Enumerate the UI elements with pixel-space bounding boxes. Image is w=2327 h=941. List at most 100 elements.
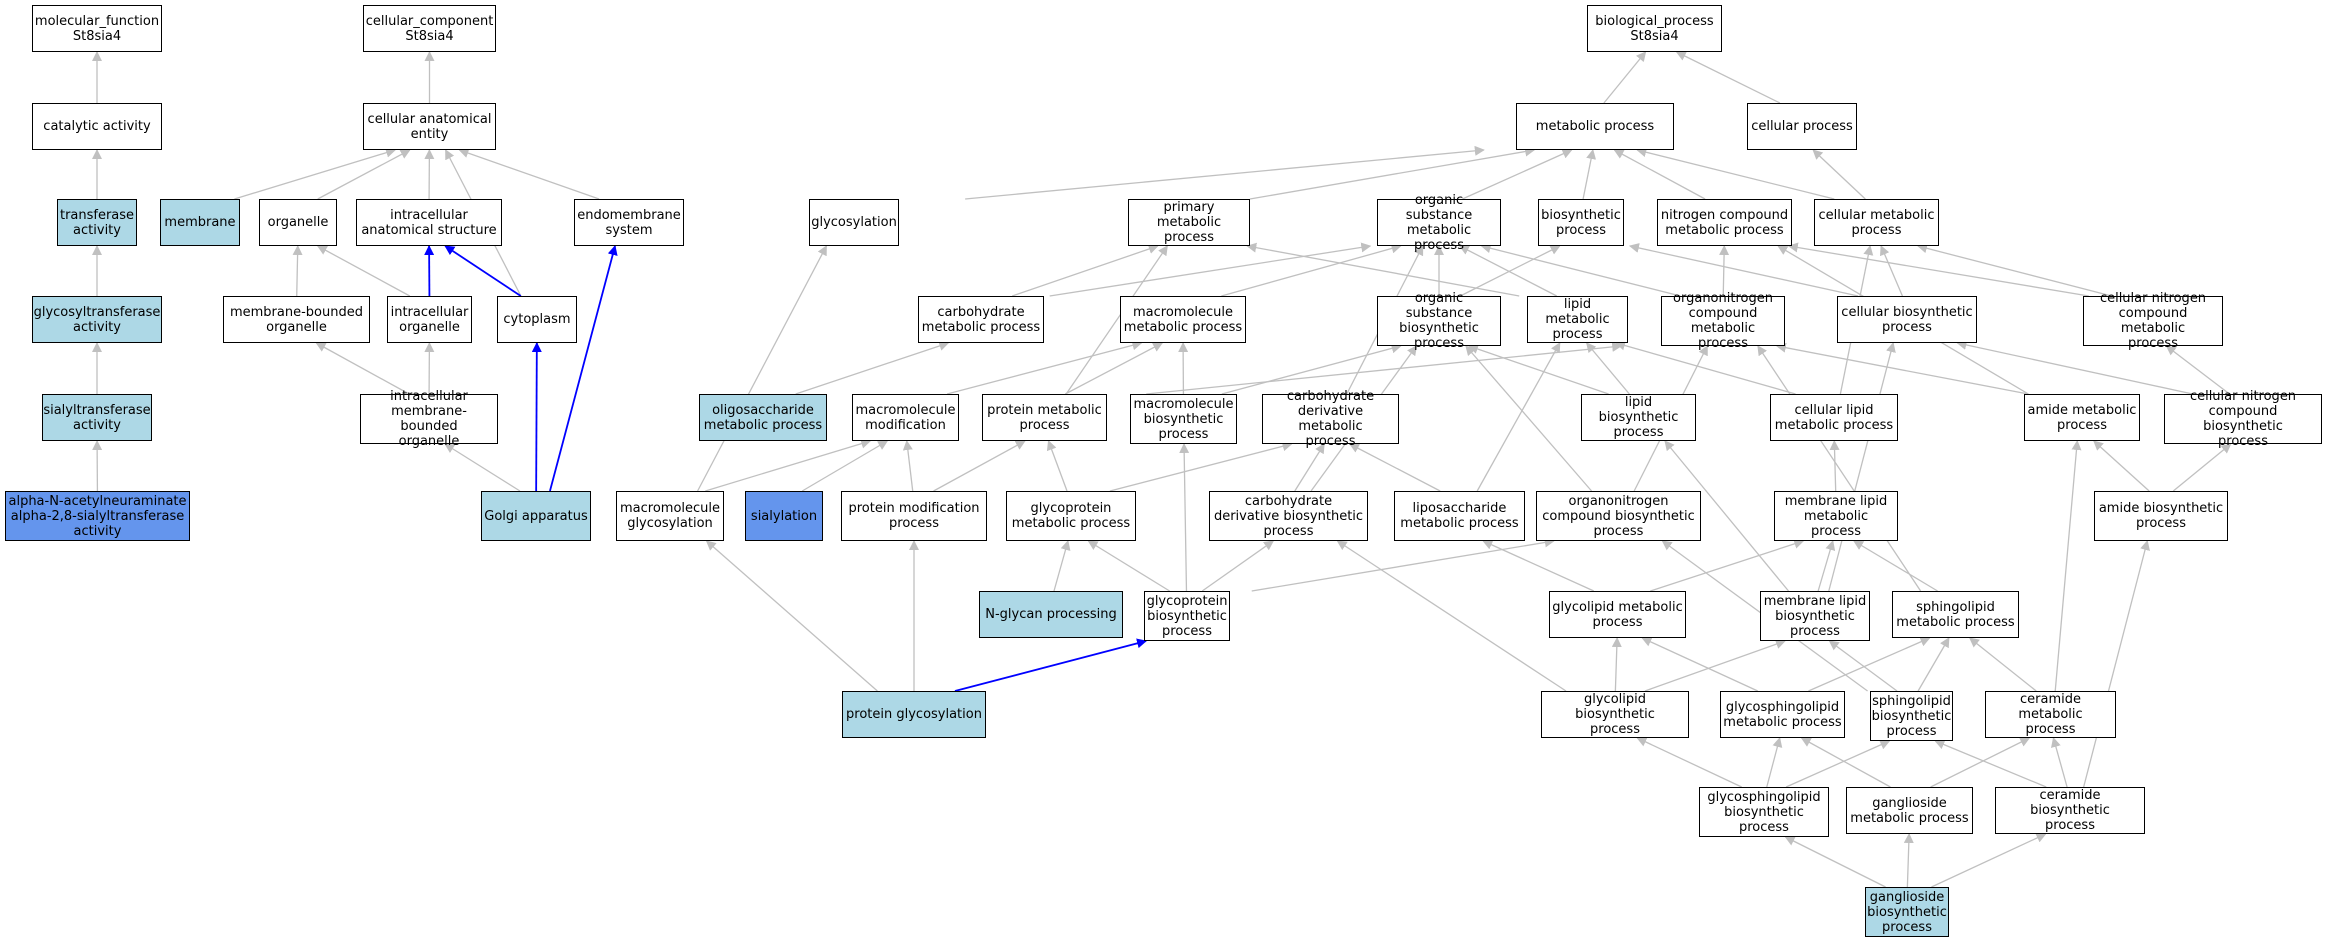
go-term-mf[interactable]: molecular_function St8sia4 <box>32 5 162 52</box>
go-term-gangmp[interactable]: ganglioside metabolic process <box>1846 787 1973 834</box>
go-term-lmp[interactable]: lipid metabolic process <box>1527 296 1628 343</box>
go-term-alpha[interactable]: alpha-N-acetylneuraminate alpha-2,8-sial… <box>5 491 190 541</box>
edge-abp-to-amp <box>2093 440 2150 492</box>
edge-gangbp-to-gangmp <box>1903 833 1914 888</box>
go-term-amp[interactable]: amide metabolic process <box>2024 394 2140 441</box>
go-term-mlmp[interactable]: membrane lipid metabolic process <box>1774 491 1898 541</box>
go-term-mbo[interactable]: membrane-bounded organelle <box>223 296 370 343</box>
go-term-tra[interactable]: transferase activity <box>57 199 137 246</box>
go-term-cp[interactable]: cellular process <box>1747 103 1857 150</box>
edge-sial-to-mmod <box>801 440 889 492</box>
go-term-mbp[interactable]: macromolecule biosynthetic process <box>1130 394 1237 444</box>
go-term-sia_tr[interactable]: sialyltransferase activity <box>42 394 152 441</box>
edge-gangmp-to-cermp <box>1930 737 2031 788</box>
go-term-cermp[interactable]: ceramide metabolic process <box>1985 691 2116 738</box>
go-term-sial[interactable]: sialylation <box>745 491 823 541</box>
go-term-cerbp[interactable]: ceramide biosynthetic process <box>1995 787 2145 834</box>
go-term-gpmp[interactable]: glycoprotein metabolic process <box>1006 491 1136 541</box>
edge-gpbp-to-cdbp <box>1201 540 1275 592</box>
go-term-oncmp[interactable]: organonitrogen compound metabolic proces… <box>1661 291 1785 351</box>
go-term-mem[interactable]: membrane <box>160 199 240 246</box>
go-term-cdmp[interactable]: carbohydrate derivative metabolic proces… <box>1262 389 1399 449</box>
edge-lsmp-to-lmp <box>1476 342 1561 492</box>
edge-golgi-to-imbo <box>444 443 521 492</box>
go-term-mmod[interactable]: macromolecule modification <box>852 394 959 441</box>
go-term-cae[interactable]: cellular anatomical entity <box>363 103 496 150</box>
go-term-glbp[interactable]: glycolipid biosynthetic process <box>1541 691 1689 738</box>
go-term-gangbp[interactable]: ganglioside biosynthetic process <box>1865 887 1949 937</box>
edge-ncmp-to-mp <box>1613 149 1706 200</box>
edge-oncmp-to-ncmp <box>1719 245 1730 297</box>
edge-pmp-to-mp <box>1249 146 1536 200</box>
edge-mlbp-to-cbp <box>1828 342 1896 592</box>
edge-chmp-to-pmp <box>1011 244 1159 297</box>
go-term-chmp[interactable]: carbohydrate metabolic process <box>918 296 1044 343</box>
go-term-mlbp[interactable]: membrane lipid biosynthetic process <box>1760 591 1870 641</box>
go-term-io[interactable]: intracellular organelle <box>387 296 472 343</box>
go-term-glmp[interactable]: glycolipid metabolic process <box>1549 591 1686 638</box>
go-term-cncmp[interactable]: cellular nitrogen compound metabolic pro… <box>2083 291 2223 351</box>
edge-pmod-to-mmod <box>902 440 914 492</box>
go-term-splbp[interactable]: sphingolipid biosynthetic process <box>1870 691 1953 741</box>
go-term-cncbp[interactable]: cellular nitrogen compound biosynthetic … <box>2164 389 2322 449</box>
go-term-pmp[interactable]: primary metabolic process <box>1128 199 1250 246</box>
go-term-cdbp[interactable]: carbohydrate derivative biosynthetic pro… <box>1209 491 1368 541</box>
go-term-cbp[interactable]: cellular biosynthetic process <box>1837 296 1977 343</box>
go-term-gsbp[interactable]: glycosphingolipid biosynthetic process <box>1699 787 1829 837</box>
edge-gsbp-to-gsmp <box>1766 737 1783 788</box>
go-term-ias[interactable]: intracellular anatomical structure <box>356 199 502 246</box>
edge-io-to-org <box>316 245 411 297</box>
edge-amp-to-oncmp <box>1775 342 2029 395</box>
go-term-mp[interactable]: metabolic process <box>1516 103 1674 150</box>
go-term-clmp[interactable]: cellular lipid metabolic process <box>1770 394 1898 441</box>
edge-gsbp-to-glbp <box>1636 737 1742 788</box>
go-term-cc[interactable]: cellular_component St8sia4 <box>363 5 496 52</box>
edge-prmp-to-pmp <box>1065 245 1168 395</box>
go-term-oncbp[interactable]: organonitrogen compound biosynthetic pro… <box>1536 491 1701 541</box>
go-term-glycosyl[interactable]: glycosylation <box>809 199 899 246</box>
edge-oncbp-to-osbp <box>1465 345 1593 492</box>
go-term-prmp[interactable]: protein metabolic process <box>982 394 1107 441</box>
edge-pgly-to-gpbp <box>954 638 1148 692</box>
go-term-lbp[interactable]: lipid biosynthetic process <box>1581 394 1696 441</box>
go-term-osmp[interactable]: organic substance metabolic process <box>1377 193 1501 253</box>
go-term-splmp[interactable]: sphingolipid metabolic process <box>1892 591 2019 638</box>
go-term-abp[interactable]: amide biosynthetic process <box>2094 491 2228 541</box>
go-term-mgly[interactable]: macromolecule glycosylation <box>616 491 724 541</box>
go-term-gsmp[interactable]: glycosphingolipid metabolic process <box>1720 691 1845 738</box>
go-term-golgi[interactable]: Golgi apparatus <box>481 491 591 541</box>
go-term-omp[interactable]: oligosaccharide metabolic process <box>699 394 827 441</box>
go-term-gly_tr[interactable]: glycosyltransferase activity <box>32 296 162 343</box>
go-term-imbo[interactable]: intracellular membrane-bounded organelle <box>360 389 498 449</box>
go-term-ngly[interactable]: N-glycan processing <box>979 591 1123 638</box>
edge-mlbp-to-lbp <box>1664 440 1790 592</box>
go-term-ems[interactable]: endomembrane system <box>574 199 684 246</box>
go-term-bp[interactable]: biological_process St8sia4 <box>1587 5 1722 52</box>
edge-bsp-to-mp <box>1582 149 1597 200</box>
edge-omp-to-chmp <box>795 341 950 395</box>
go-term-pmod[interactable]: protein modification process <box>841 491 987 541</box>
edge-ngly-to-gpmp <box>1053 540 1071 592</box>
edge-cncbp-to-cbp <box>1956 340 2193 395</box>
edge-cermp-to-splmp <box>1968 637 2037 692</box>
edge-golgi-to-cyt <box>531 342 542 492</box>
go-term-gpbp[interactable]: glycoprotein biosynthetic process <box>1144 591 1230 641</box>
go-term-lsmp[interactable]: liposaccharide metabolic process <box>1394 491 1525 541</box>
go-term-cat[interactable]: catalytic activity <box>32 103 162 150</box>
edge-lmp-to-pmp <box>1246 242 1520 297</box>
go-term-mmp[interactable]: macromolecule metabolic process <box>1120 296 1246 343</box>
go-term-cmp[interactable]: cellular metabolic process <box>1814 199 1939 246</box>
edge-prmp-to-oncmp <box>1146 341 1623 395</box>
edge-gsmp-to-glmp <box>1641 637 1759 692</box>
go-term-pgly[interactable]: protein glycosylation <box>842 691 986 738</box>
go-term-org[interactable]: organelle <box>259 199 337 246</box>
go-term-ncmp[interactable]: nitrogen compound metabolic process <box>1657 199 1792 246</box>
edge-lmp-to-osmp <box>1458 245 1558 297</box>
go-term-cyt[interactable]: cytoplasm <box>497 296 577 343</box>
edge-pgly-to-mgly <box>705 540 878 692</box>
go-term-bsp[interactable]: biosynthetic process <box>1538 199 1624 246</box>
go-term-osbp[interactable]: organic substance biosynthetic process <box>1377 291 1501 351</box>
edge-cbp-to-bsp <box>1628 243 1859 297</box>
edge-gangbp-to-cerbp <box>1931 833 2047 888</box>
